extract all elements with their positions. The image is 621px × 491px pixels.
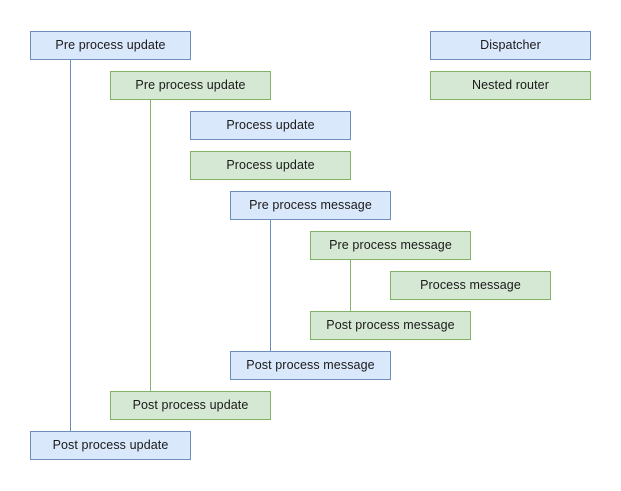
- legend-item-green[interactable]: Nested router: [430, 71, 591, 100]
- flow-node-label: Process message: [420, 278, 521, 293]
- edge-n2-to-n10: [150, 100, 151, 391]
- flow-node-label: Process update: [226, 118, 315, 133]
- flow-node-n11[interactable]: Post process update: [30, 431, 191, 460]
- legend-item-blue[interactable]: Dispatcher: [430, 31, 591, 60]
- flow-node-label: Pre process message: [249, 198, 372, 213]
- flow-node-n5[interactable]: Pre process message: [230, 191, 391, 220]
- legend-item-label: Nested router: [471, 78, 550, 93]
- flow-node-n6[interactable]: Pre process message: [310, 231, 471, 260]
- legend-item-label: Dispatcher: [480, 38, 541, 53]
- flow-node-n8[interactable]: Post process message: [310, 311, 471, 340]
- flow-node-n1[interactable]: Pre process update: [30, 31, 191, 60]
- flow-node-n7[interactable]: Process message: [390, 271, 551, 300]
- edge-n6-to-n8: [350, 260, 351, 311]
- flow-node-label: Pre process update: [55, 38, 166, 53]
- flow-node-n2[interactable]: Pre process update: [110, 71, 271, 100]
- flow-node-n4[interactable]: Process update: [190, 151, 351, 180]
- flow-node-label: Post process message: [246, 358, 375, 373]
- flow-node-n9[interactable]: Post process message: [230, 351, 391, 380]
- flow-node-label: Post process update: [52, 438, 169, 453]
- flow-node-label: Post process message: [326, 318, 455, 333]
- edge-n1-to-n11: [70, 60, 71, 431]
- edge-n5-to-n9: [270, 220, 271, 351]
- flow-node-label: Pre process update: [135, 78, 246, 93]
- flow-node-label: Pre process message: [329, 238, 452, 253]
- flow-node-label: Process update: [226, 158, 315, 173]
- flow-node-n10[interactable]: Post process update: [110, 391, 271, 420]
- flow-node-n3[interactable]: Process update: [190, 111, 351, 140]
- flow-node-label: Post process update: [132, 398, 249, 413]
